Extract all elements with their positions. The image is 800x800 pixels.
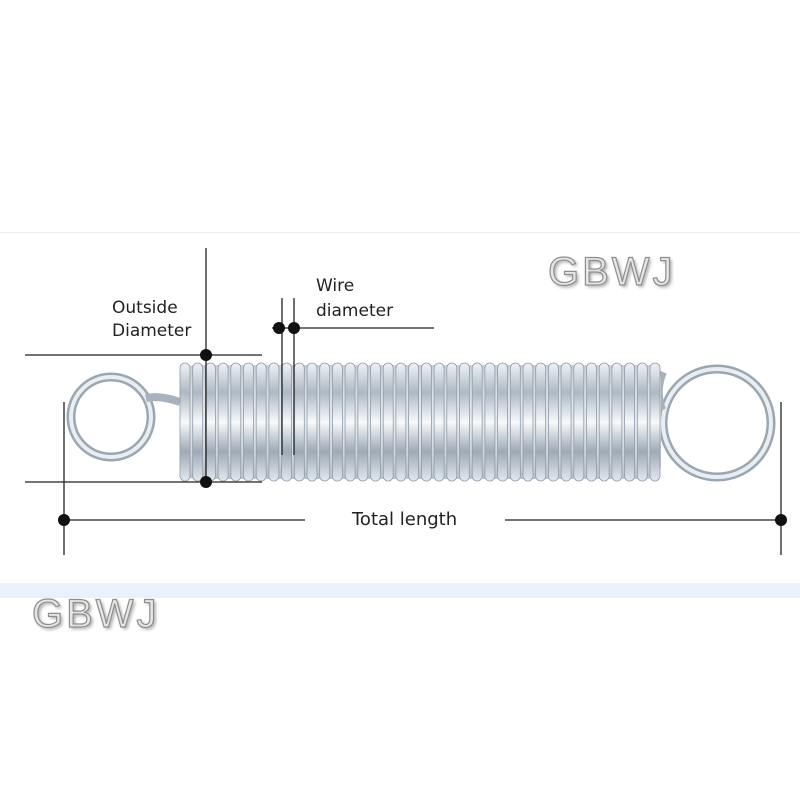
spring-coil-turn: [268, 362, 280, 482]
spring-coil-turn: [395, 362, 407, 482]
spring-coil-turn: [408, 362, 420, 482]
wire-left-marker: [273, 322, 285, 334]
outside-diameter-label: Outside Diameter: [112, 297, 191, 343]
bottom-band: [0, 583, 800, 598]
spring-coil-turn: [357, 362, 369, 482]
spring-coil-turn: [192, 362, 204, 482]
spring-coil-turn: [293, 362, 305, 482]
tl-left-marker: [58, 514, 70, 526]
spring-coil-turn: [586, 362, 597, 482]
spring-coil-turn: [344, 362, 356, 482]
spring-coil-turn: [179, 362, 191, 482]
spring-coil-turn: [319, 362, 331, 482]
od-top-marker: [200, 349, 212, 361]
od-bottom-marker: [200, 476, 212, 488]
spring-coil-turn: [331, 362, 343, 482]
spring-coil-turn: [243, 362, 254, 482]
spring-coil-turn: [217, 362, 229, 482]
spring-right-hook: [654, 364, 776, 482]
spring-coil-turn: [522, 362, 534, 482]
spring-coil-turn: [497, 362, 509, 482]
top-divider-line: [0, 232, 800, 233]
spring-coil-turn: [649, 362, 661, 482]
watermark-top-right: GBWJ: [547, 249, 676, 294]
spring-coil-turn: [636, 362, 648, 482]
spring-coil-turn: [281, 362, 293, 482]
spring-coil-turn: [611, 362, 623, 482]
spring-coil-turn: [433, 362, 445, 482]
spring-coil-turn: [370, 362, 381, 482]
spring-coil-turn: [548, 362, 559, 482]
spring-coil-turn: [573, 362, 585, 482]
spring-coil-turn: [204, 362, 216, 482]
outside-diameter-label-line2: Diameter: [112, 321, 192, 341]
outside-diameter-label-line1: Outside: [112, 298, 178, 318]
spring-coil-turn: [382, 362, 394, 482]
spring-coil-turn: [509, 362, 521, 482]
spring-coil-turn: [535, 362, 547, 482]
spring-coil-turn: [459, 362, 470, 482]
spring-coil-turn: [230, 362, 242, 482]
spring-coil-turn: [484, 362, 496, 482]
wire-diameter-label-line1: Wire: [316, 276, 355, 296]
total-length-label: Total length: [352, 509, 458, 530]
watermark-bottom-left: GBWJ: [31, 591, 160, 636]
spring-left-hook: [66, 372, 182, 462]
spring-coils: [179, 362, 661, 482]
wire-diameter-label-line2: diameter: [316, 301, 394, 321]
spring-coil-turn: [560, 362, 572, 482]
spring-coil-turn: [471, 362, 483, 482]
spring-coil-turn: [306, 362, 318, 482]
spring-coil-turn: [420, 362, 432, 482]
spring-coil-turn: [598, 362, 610, 482]
spring-coil-turn: [624, 362, 635, 482]
wire-right-marker: [288, 322, 300, 334]
spring-coil-turn: [255, 362, 267, 482]
wire-diameter-label: Wire diameter: [316, 275, 393, 323]
tl-right-marker: [775, 514, 787, 526]
spring-coil-turn: [446, 362, 458, 482]
